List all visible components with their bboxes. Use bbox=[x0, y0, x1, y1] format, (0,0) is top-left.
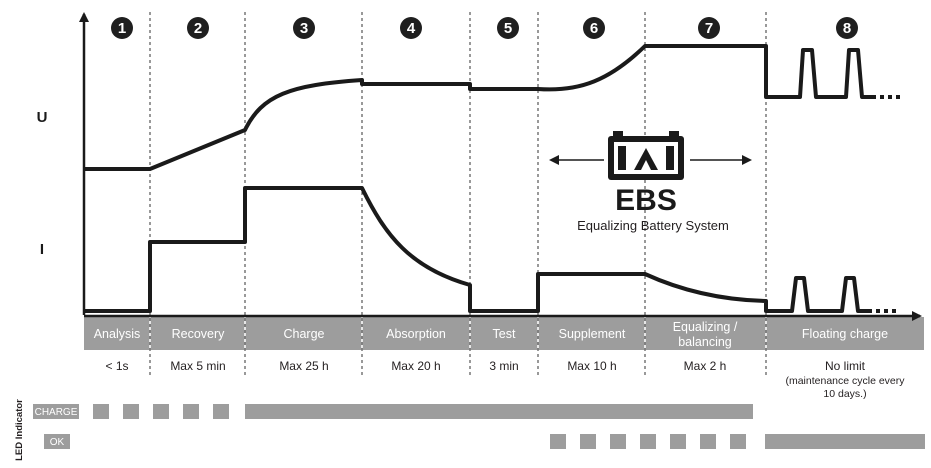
phase-duration-absorption: Max 20 h bbox=[391, 359, 440, 373]
ebs-block: EBS Equalizing Battery System bbox=[549, 131, 752, 233]
phase-duration-note-line1: (maintenance cycle every bbox=[785, 375, 905, 387]
voltage-axis-label: U bbox=[37, 109, 48, 126]
phase-name-recovery: Recovery bbox=[172, 327, 226, 341]
phase-name-supplement: Supplement bbox=[559, 327, 626, 341]
svg-text:4: 4 bbox=[407, 20, 416, 37]
phase-band bbox=[84, 317, 924, 350]
battery-equalizing-icon bbox=[608, 131, 684, 180]
phase-duration-supplement: Max 10 h bbox=[567, 359, 616, 373]
current-axis-label: I bbox=[40, 241, 44, 258]
phase-duration-recovery: Max 5 min bbox=[170, 359, 225, 373]
voltage-continuation-dots bbox=[880, 95, 900, 99]
phase-name-floating-charge: Floating charge bbox=[802, 327, 888, 341]
phase-duration-test: 3 min bbox=[489, 359, 518, 373]
phase-duration-floating: No limit bbox=[825, 359, 866, 373]
phase-name-equalizing-line1: Equalizing / bbox=[673, 320, 738, 334]
svg-text:3: 3 bbox=[300, 20, 308, 37]
ok-led-tag bbox=[44, 434, 70, 449]
phase-duration-charge: Max 25 h bbox=[279, 359, 328, 373]
svg-text:1: 1 bbox=[118, 20, 126, 37]
phase-number-badge-4: 4 bbox=[400, 17, 422, 39]
phase-name-test: Test bbox=[493, 327, 516, 341]
svg-text:5: 5 bbox=[504, 20, 512, 37]
phase-duration-analysis: < 1s bbox=[105, 359, 128, 373]
led-indicator-title: LED Indicator bbox=[14, 399, 25, 461]
phase-name-charge: Charge bbox=[284, 327, 325, 341]
current-curve bbox=[84, 186, 872, 313]
phase-duration-note-line2: 10 days.) bbox=[823, 388, 866, 400]
svg-text:2: 2 bbox=[194, 20, 202, 37]
phase-name-analysis: Analysis bbox=[94, 327, 141, 341]
phase-number-badge-1: 1 bbox=[111, 17, 133, 39]
phase-number-badge-6: 6 bbox=[583, 17, 605, 39]
svg-text:8: 8 bbox=[843, 20, 851, 37]
phase-name-equalizing-line2: balancing bbox=[678, 335, 732, 349]
charge-led-tag bbox=[33, 404, 79, 419]
phase-number-badge-2: 2 bbox=[187, 17, 209, 39]
current-continuation-dots bbox=[876, 309, 896, 313]
charge-led-label: CHARGE bbox=[35, 407, 78, 418]
phase-name-absorption: Absorption bbox=[386, 327, 446, 341]
phase-number-badge-3: 3 bbox=[293, 17, 315, 39]
svg-text:6: 6 bbox=[590, 20, 598, 37]
ok-led-solid-bar bbox=[765, 434, 925, 449]
ok-led-row: OK bbox=[44, 434, 925, 449]
ok-led-label: OK bbox=[50, 437, 65, 448]
charge-led-solid-bar bbox=[245, 404, 753, 419]
phase-number-badge-7: 7 bbox=[698, 17, 720, 39]
phase-number-badge-8: 8 bbox=[836, 17, 858, 39]
svg-text:7: 7 bbox=[705, 20, 713, 37]
ebs-title: EBS bbox=[615, 184, 677, 217]
phase-number-badge-5: 5 bbox=[497, 17, 519, 39]
phase-duration-equalizing: Max 2 h bbox=[684, 359, 727, 373]
charge-led-row: CHARGE bbox=[33, 404, 753, 419]
phase-number-badges: 1 2 3 4 5 6 7 8 bbox=[111, 17, 858, 39]
ebs-subtitle: Equalizing Battery System bbox=[577, 218, 729, 233]
voltage-curve bbox=[84, 44, 876, 171]
